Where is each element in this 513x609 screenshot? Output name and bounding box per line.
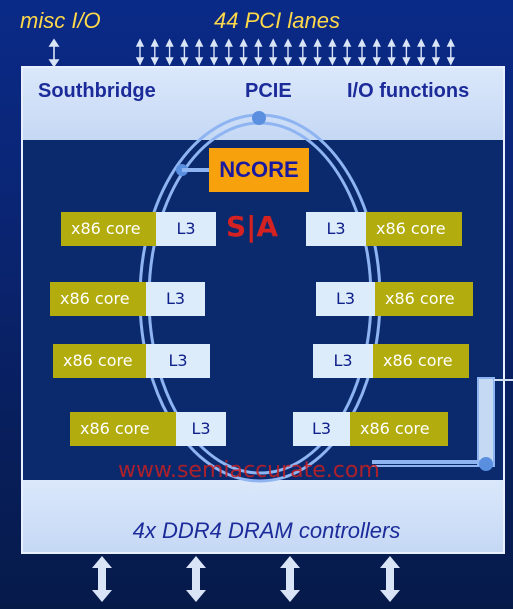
dram-channel-arrow	[280, 556, 300, 602]
semiaccurate-logo: S|A	[226, 210, 279, 243]
pci-lane-arrow	[387, 38, 396, 66]
dram-channel-arrow	[92, 556, 112, 602]
pci-lane-arrow	[180, 38, 189, 66]
pci-lane-arrow	[417, 38, 426, 66]
x86-core-3: x86 core	[53, 344, 146, 378]
ring-stop-pcie	[252, 111, 266, 125]
dram-channel-arrow	[186, 556, 206, 602]
l3-cache-8: L3	[293, 412, 350, 446]
io-functions-label: I/O functions	[347, 80, 470, 102]
pci-lane-arrow	[165, 38, 174, 66]
pci-lane-arrow	[283, 38, 293, 66]
top-io-band	[23, 68, 503, 140]
pci-lane-arrow	[195, 38, 204, 66]
x86-core-5: x86 core	[366, 212, 462, 246]
pci-lane-arrow	[150, 38, 159, 66]
l3-cache-6: L3	[316, 282, 375, 316]
x86-core-1: x86 core	[61, 212, 156, 246]
pci-lane-arrow	[313, 38, 322, 66]
misc-io-label: misc I/O	[20, 8, 101, 33]
pci-lane-arrow	[239, 38, 248, 66]
southbridge-label: Southbridge	[38, 80, 156, 102]
x86-core-2: x86 core	[50, 282, 146, 316]
pci-lane-arrow	[224, 38, 233, 66]
pci-lane-arrow	[298, 38, 307, 66]
pci-lane-arrow	[269, 38, 278, 66]
pci-lane-arrows	[135, 38, 455, 66]
l3-cache-5: L3	[306, 212, 366, 246]
pci-lane-arrow	[135, 38, 145, 66]
x86-core-4: x86 core	[70, 412, 176, 446]
pci-lanes-label: 44 PCI lanes	[214, 8, 340, 33]
x86-core-8: x86 core	[350, 412, 448, 446]
pci-lane-arrow	[357, 38, 367, 66]
pci-lane-arrow	[209, 38, 219, 66]
pcie-label: PCIE	[245, 80, 292, 102]
ncore-block: NCORE	[209, 148, 309, 192]
pci-lane-arrow	[402, 38, 411, 66]
l3-cache-3: L3	[146, 344, 210, 378]
pci-lane-arrow	[343, 38, 352, 66]
pci-lane-arrow	[372, 38, 381, 66]
pci-lane-arrow	[431, 38, 441, 66]
dram-channel-arrows	[92, 556, 400, 602]
dram-controllers-label: 4x DDR4 DRAM controllers	[132, 518, 401, 543]
pci-lane-arrow	[328, 38, 337, 66]
watermark-text: www.semiaccurate.com	[118, 458, 380, 483]
l3-cache-7: L3	[313, 344, 373, 378]
side-io-link	[477, 377, 495, 467]
pci-lane-arrow	[254, 38, 263, 66]
misc-io-arrows	[48, 38, 60, 68]
l3-cache-2: L3	[146, 282, 205, 316]
dram-channel-arrow	[380, 556, 400, 602]
l3-cache-4: L3	[176, 412, 226, 446]
l3-cache-1: L3	[156, 212, 216, 246]
memory-controller-band	[23, 480, 503, 552]
pci-lane-arrow	[446, 38, 455, 66]
x86-core-6: x86 core	[375, 282, 473, 316]
x86-core-7: x86 core	[373, 344, 469, 378]
